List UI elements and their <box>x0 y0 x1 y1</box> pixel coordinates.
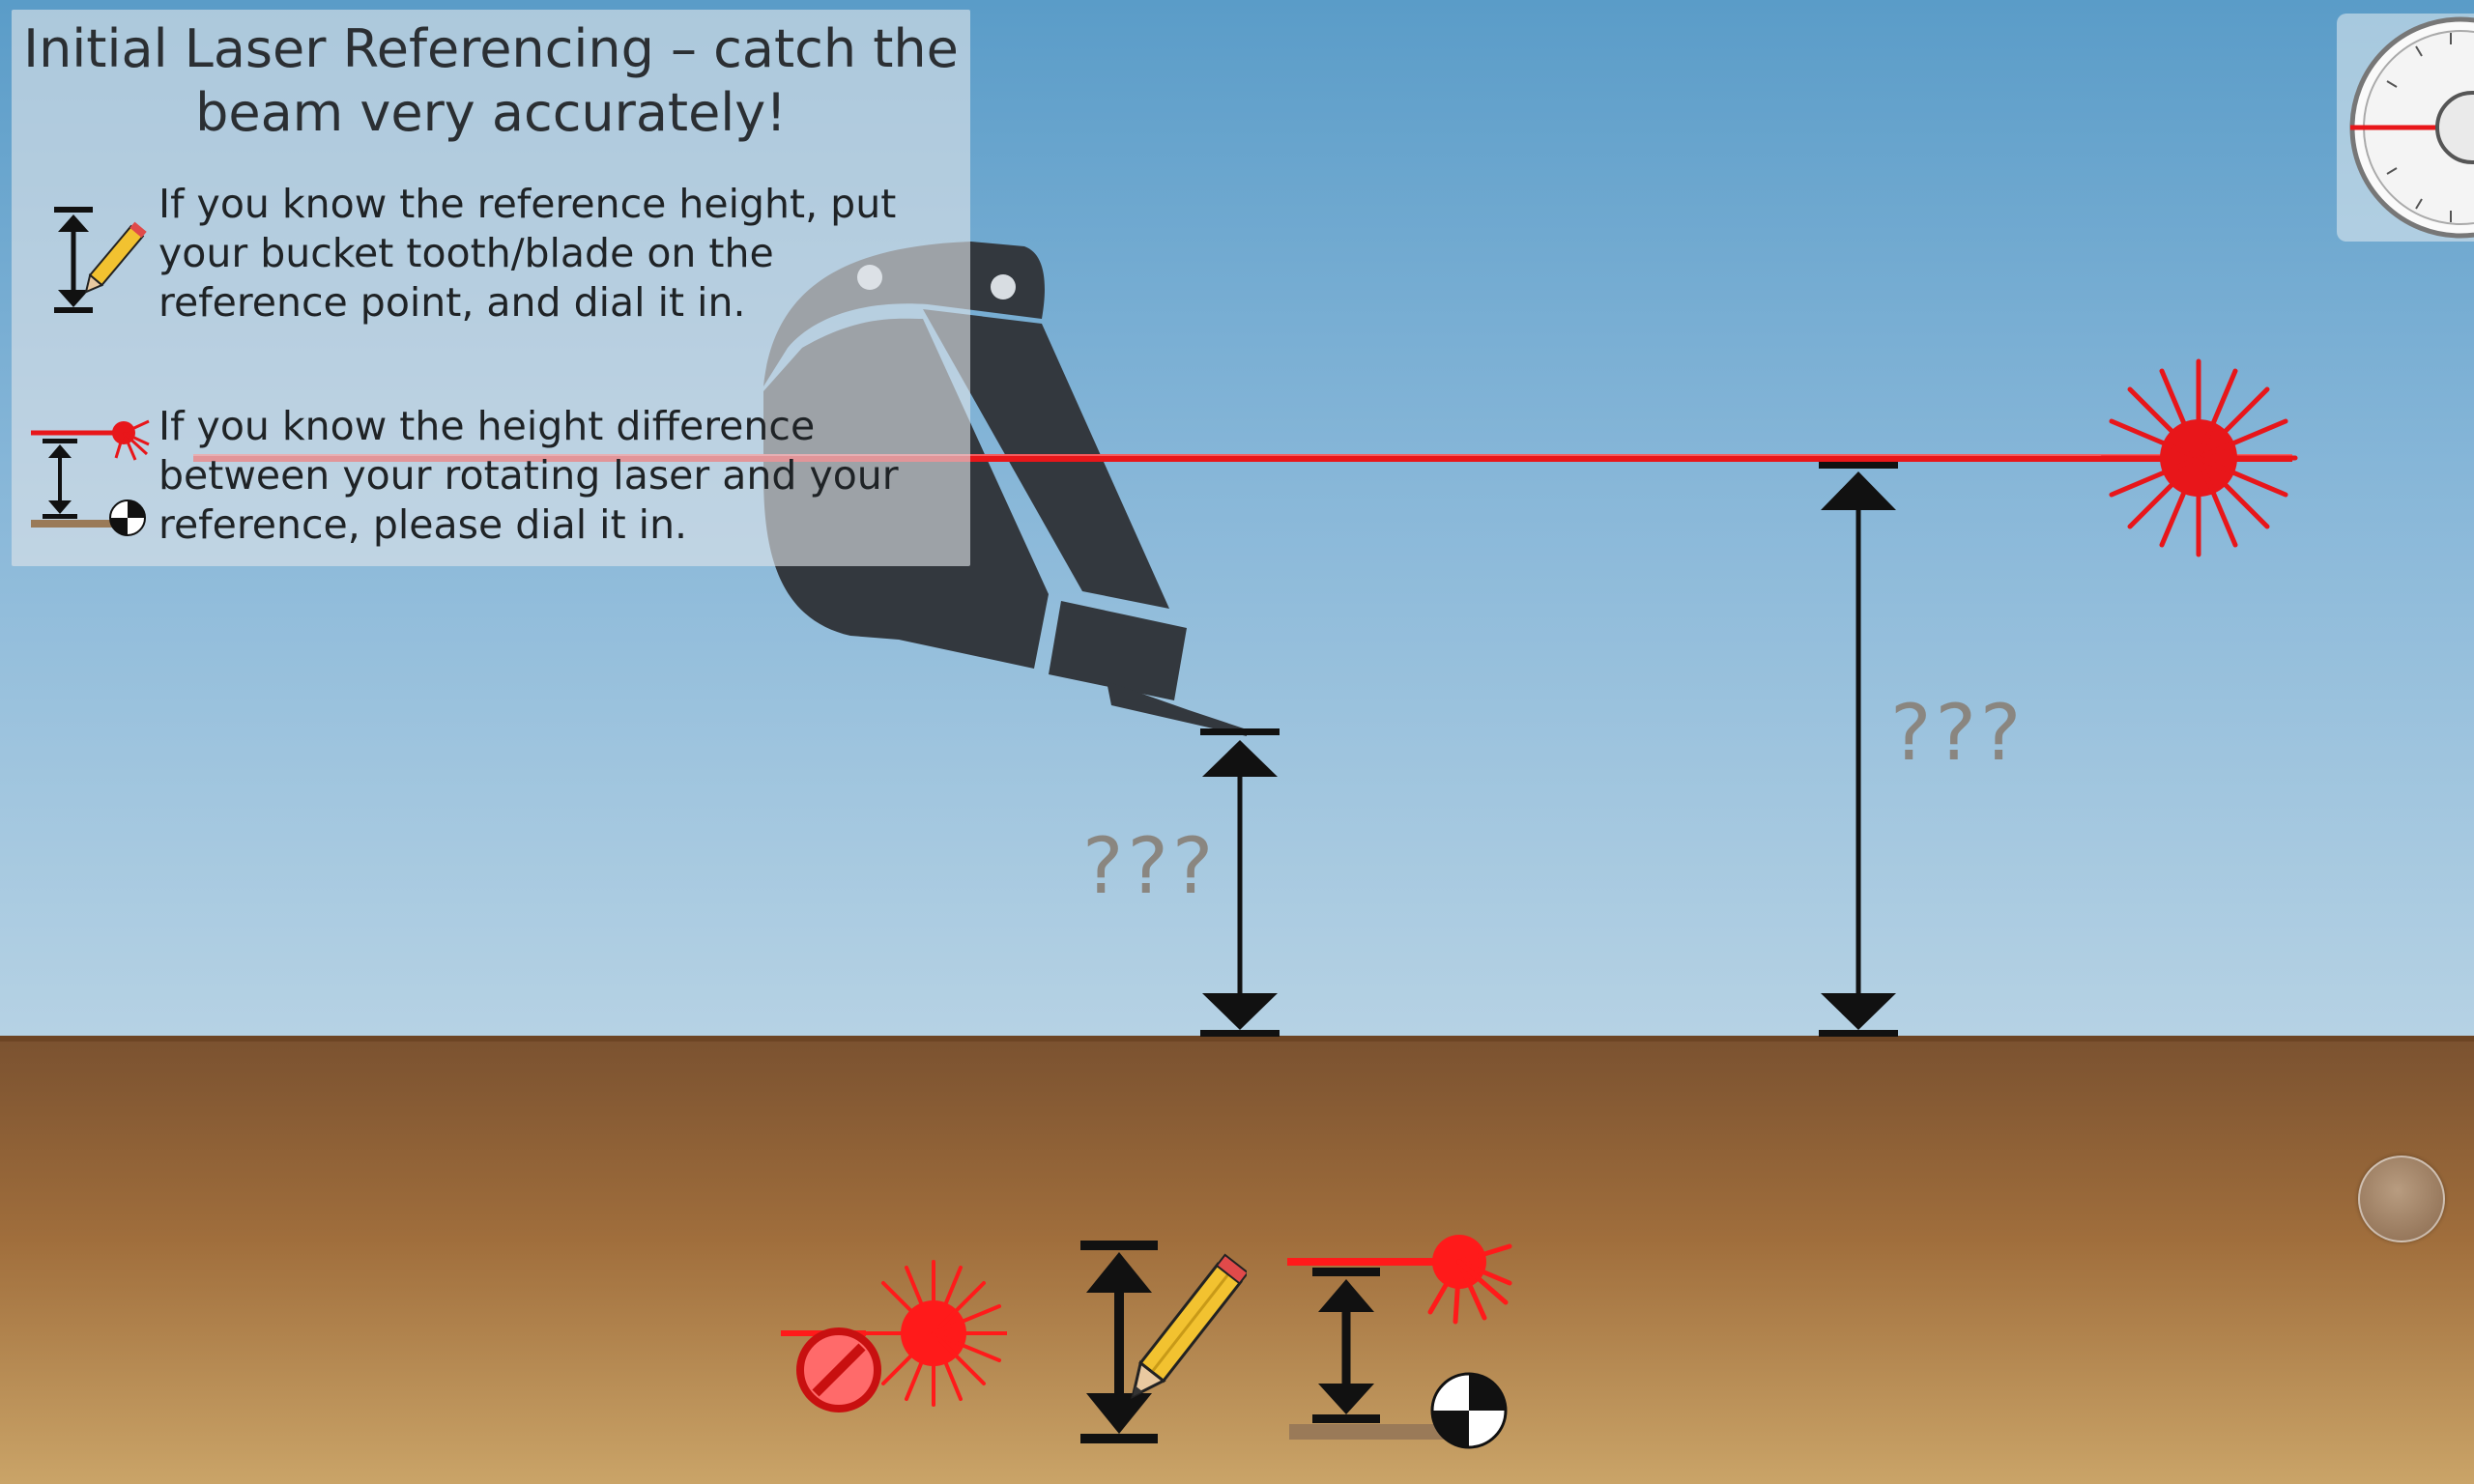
help-option1-text: If you know the reference height, put yo… <box>158 181 897 326</box>
no-laser-icon <box>781 1260 1009 1413</box>
round-menu-button[interactable] <box>2358 1156 2445 1242</box>
dial-height-button[interactable] <box>1075 1237 1250 1449</box>
ground <box>0 1040 2474 1484</box>
laser-height-dimension <box>1819 462 1898 1037</box>
no-laser-button[interactable] <box>779 1256 1009 1426</box>
ground-surface-line <box>0 1036 2474 1042</box>
bucket-height-dimension <box>1200 728 1280 1037</box>
laser-offset-button[interactable] <box>1285 1225 1517 1457</box>
dial-height-pencil-icon <box>54 207 147 313</box>
help-option2-text: If you know the height difference betwee… <box>158 403 899 548</box>
bucket-pin-hole <box>991 274 1016 300</box>
tilt-gauge[interactable] <box>2337 14 2474 242</box>
laser-reference-offset-icon <box>1287 1235 1512 1449</box>
laser-reference-offset-icon <box>31 419 150 536</box>
help-title-line2: beam very accurately! <box>195 82 787 143</box>
laser-emitter-icon <box>2099 358 2298 557</box>
bucket-height-unknown-label: ??? <box>1082 821 1218 911</box>
laser-height-unknown-label: ??? <box>1890 688 2026 778</box>
tilt-gauge-icon <box>2349 16 2474 239</box>
dial-height-pencil-icon <box>1080 1241 1250 1443</box>
help-title-line1: Initial Laser Referencing – catch the <box>23 18 959 79</box>
help-title: Initial Laser Referencing – catch the be… <box>12 17 970 145</box>
help-panel: Initial Laser Referencing – catch the be… <box>12 10 970 566</box>
